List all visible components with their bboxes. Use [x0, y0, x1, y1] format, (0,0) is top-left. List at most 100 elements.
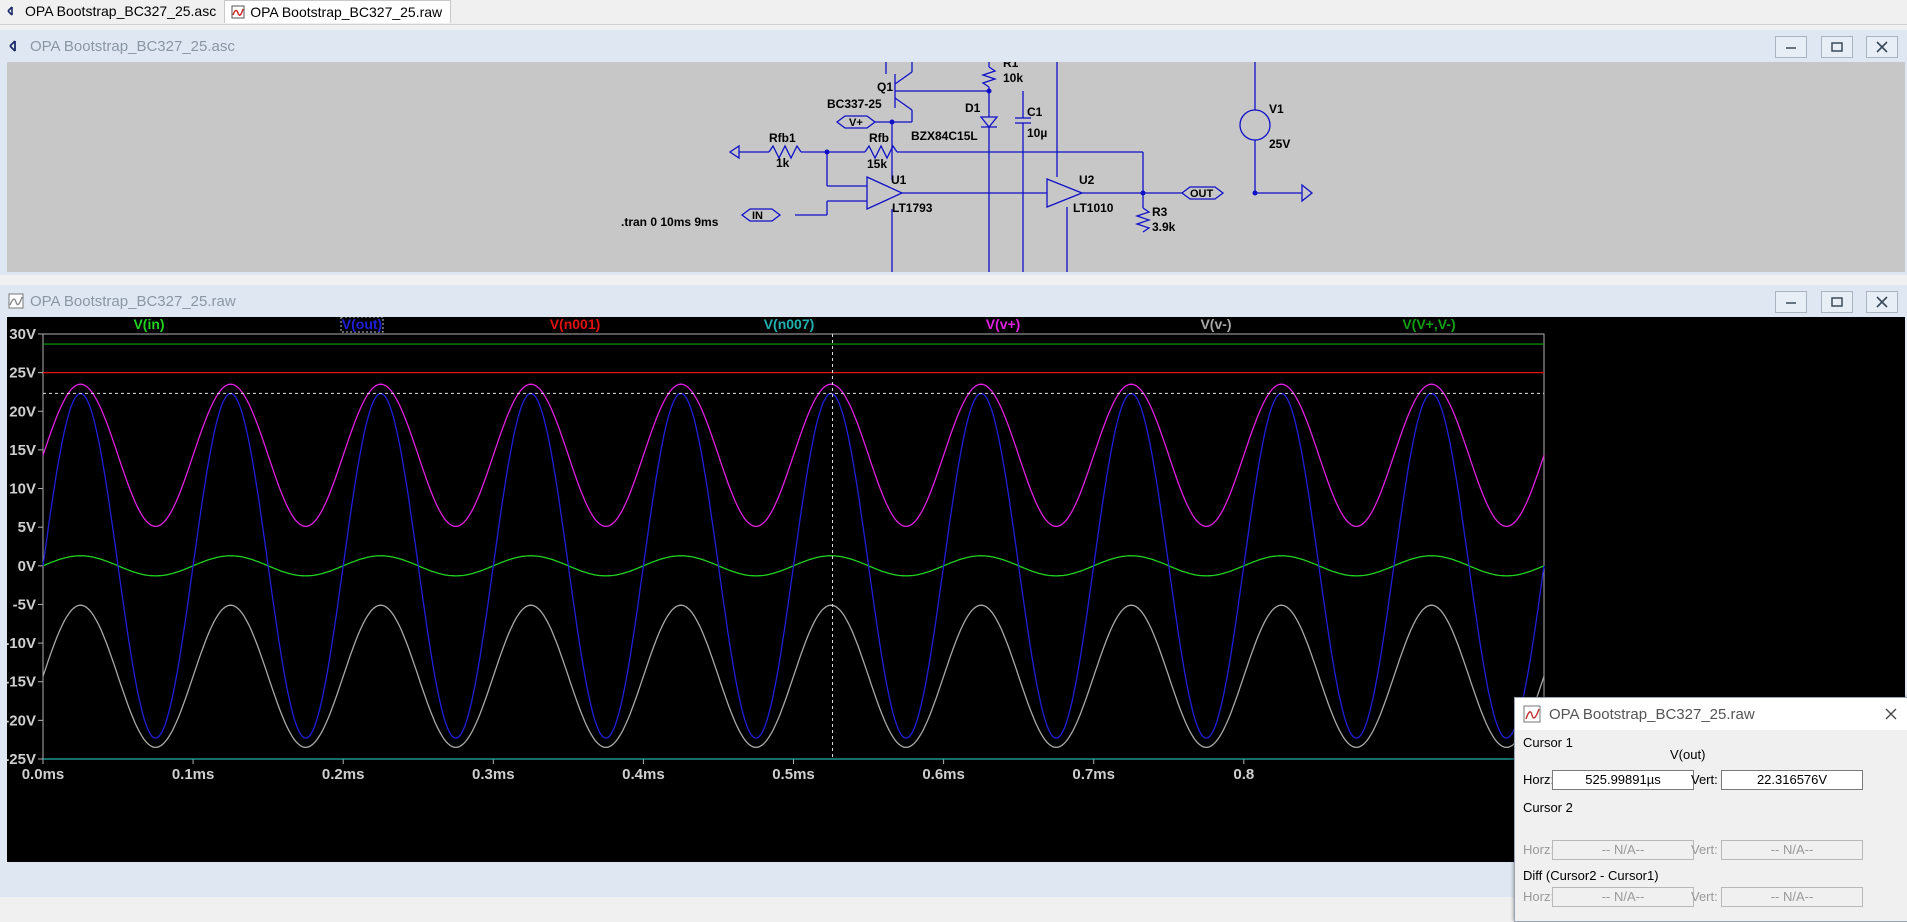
cursor-dialog-title: OPA Bootstrap_BC327_25.raw: [1549, 705, 1755, 723]
cursor2-horz-field: -- N/A--: [1552, 840, 1694, 860]
x-tick-label: 0.8: [1233, 766, 1254, 783]
r3-label: R3: [1152, 205, 1168, 219]
u1-label: U1: [891, 173, 907, 187]
y-tick-label: -20V: [7, 712, 36, 729]
minimize-icon: [1786, 47, 1796, 49]
close-button[interactable]: [1866, 36, 1898, 58]
d1-label: D1: [965, 101, 981, 115]
net-vplus: V+: [849, 117, 863, 129]
waveform-title: OPA Bootstrap_BC327_25.raw: [30, 292, 236, 310]
legend-label[interactable]: V(in): [133, 317, 164, 332]
x-tick-label: 0.5ms: [772, 766, 815, 783]
schematic-drawing: Q1 BC337-25 R1 10k D1 BZX84C15L C1 10µ V…: [621, 62, 1314, 272]
y-tick-label: 25V: [9, 365, 36, 382]
close-icon: [1876, 41, 1888, 53]
y-tick-label: -15V: [7, 674, 36, 691]
y-tick-label: 30V: [9, 326, 36, 343]
v1-label: V1: [1269, 102, 1284, 116]
cursor2-horz-label: Horz:: [1523, 842, 1555, 857]
y-tick-label: -10V: [7, 635, 36, 652]
diff-vert-label: Vert:: [1691, 889, 1718, 904]
v1-value: 25V: [1269, 137, 1290, 151]
r1-value: 10k: [1003, 71, 1023, 85]
c1-label: C1: [1027, 105, 1043, 119]
minimize-button[interactable]: [1775, 36, 1807, 58]
legend-label[interactable]: V(n007): [764, 317, 815, 332]
cursor1-trace-name: V(out): [1670, 747, 1706, 762]
cursor2-label: Cursor 2: [1523, 800, 1573, 815]
legend-label[interactable]: V(out): [342, 317, 382, 332]
document-tab-bar: OPA Bootstrap_BC327_25.asc OPA Bootstrap…: [0, 0, 1907, 25]
close-icon: [1876, 296, 1888, 308]
maximize-icon: [1831, 42, 1843, 52]
cursor1-horz-label: Horz:: [1523, 772, 1555, 787]
close-button[interactable]: [1866, 291, 1898, 313]
maximize-button[interactable]: [1821, 36, 1853, 58]
tab-waveform-label: OPA Bootstrap_BC327_25.raw: [250, 4, 443, 20]
waveform-icon: [231, 5, 245, 19]
x-tick-label: 0.4ms: [622, 766, 665, 783]
x-tick-label: 0.0ms: [22, 766, 65, 783]
schematic-icon: [9, 40, 16, 52]
tab-schematic-label: OPA Bootstrap_BC327_25.asc: [25, 3, 217, 19]
x-tick-label: 0.7ms: [1072, 766, 1115, 783]
minimize-icon: [1786, 302, 1796, 304]
schematic-canvas[interactable]: Q1 BC337-25 R1 10k D1 BZX84C15L C1 10µ V…: [7, 62, 1905, 272]
q1-model: BC337-25: [827, 97, 882, 111]
schematic-title: OPA Bootstrap_BC327_25.asc: [30, 37, 235, 55]
waveform-titlebar: OPA Bootstrap_BC327_25.raw: [0, 285, 1907, 317]
maximize-button[interactable]: [1821, 291, 1853, 313]
minimize-button[interactable]: [1775, 291, 1807, 313]
legend-label[interactable]: V(v-): [1200, 317, 1231, 332]
rfb-label: Rfb: [869, 131, 889, 145]
net-out: OUT: [1190, 188, 1214, 200]
cursor1-vert-field[interactable]: 22.316576V: [1721, 770, 1863, 790]
cursor1-vert-label: Vert:: [1691, 772, 1718, 787]
q1-label: Q1: [877, 80, 893, 94]
y-tick-label: 5V: [18, 519, 36, 536]
diff-label: Diff (Cursor2 - Cursor1): [1523, 868, 1659, 883]
c1-value: 10µ: [1027, 126, 1047, 140]
u1-model: LT1793: [892, 201, 933, 215]
spice-directive: .tran 0 10ms 9ms: [621, 215, 719, 229]
tab-waveform[interactable]: OPA Bootstrap_BC327_25.raw: [224, 0, 452, 23]
legend-label[interactable]: V(v+): [986, 317, 1021, 332]
r1-label: R1: [1003, 62, 1019, 70]
y-tick-label: -5V: [13, 596, 36, 613]
tab-schematic[interactable]: OPA Bootstrap_BC327_25.asc: [0, 0, 224, 22]
cursor-dialog: OPA Bootstrap_BC327_25.raw Cursor 1 V(ou…: [1514, 697, 1907, 922]
y-tick-label: 10V: [9, 481, 36, 498]
series-line-vv: [42, 383, 1545, 528]
net-in: IN: [752, 210, 763, 222]
diff-vert-field: -- N/A--: [1721, 887, 1863, 907]
waveform-chart[interactable]: 30V25V20V15V10V5V0V-5V-10V-15V-20V-25V0.…: [7, 317, 1905, 862]
u2-label: U2: [1079, 173, 1095, 187]
series-line-vv: [42, 604, 1545, 749]
schematic-window: OPA Bootstrap_BC327_25.asc: [0, 30, 1907, 275]
rfb1-value: 1k: [776, 156, 790, 170]
x-tick-label: 0.2ms: [322, 766, 365, 783]
rfb1-label: Rfb1: [769, 131, 796, 145]
plot-frame: [42, 333, 1545, 760]
maximize-icon: [1831, 297, 1843, 307]
legend-label[interactable]: V(V+,V-): [1402, 317, 1455, 332]
schematic-icon: [7, 6, 13, 16]
x-tick-label: 0.1ms: [172, 766, 215, 783]
x-tick-label: 0.3ms: [472, 766, 515, 783]
u2-model: LT1010: [1073, 201, 1114, 215]
close-icon[interactable]: [1884, 707, 1898, 721]
x-tick-label: 0.6ms: [922, 766, 965, 783]
diff-horz-field: -- N/A--: [1552, 887, 1694, 907]
legend-label[interactable]: V(n001): [550, 317, 601, 332]
y-tick-label: 20V: [9, 403, 36, 420]
diff-horz-label: Horz:: [1523, 889, 1555, 904]
y-tick-label: 15V: [9, 442, 36, 459]
r3-value: 3.9k: [1152, 220, 1176, 234]
series-line-vout: [42, 392, 1545, 739]
cursor-dialog-titlebar: OPA Bootstrap_BC327_25.raw: [1515, 698, 1907, 730]
waveform-icon: [8, 293, 24, 309]
legend-selection-box: [340, 317, 384, 333]
d1-model: BZX84C15L: [911, 129, 978, 143]
cursor2-vert-field: -- N/A--: [1721, 840, 1863, 860]
cursor1-horz-field[interactable]: 525.99891µs: [1552, 770, 1694, 790]
